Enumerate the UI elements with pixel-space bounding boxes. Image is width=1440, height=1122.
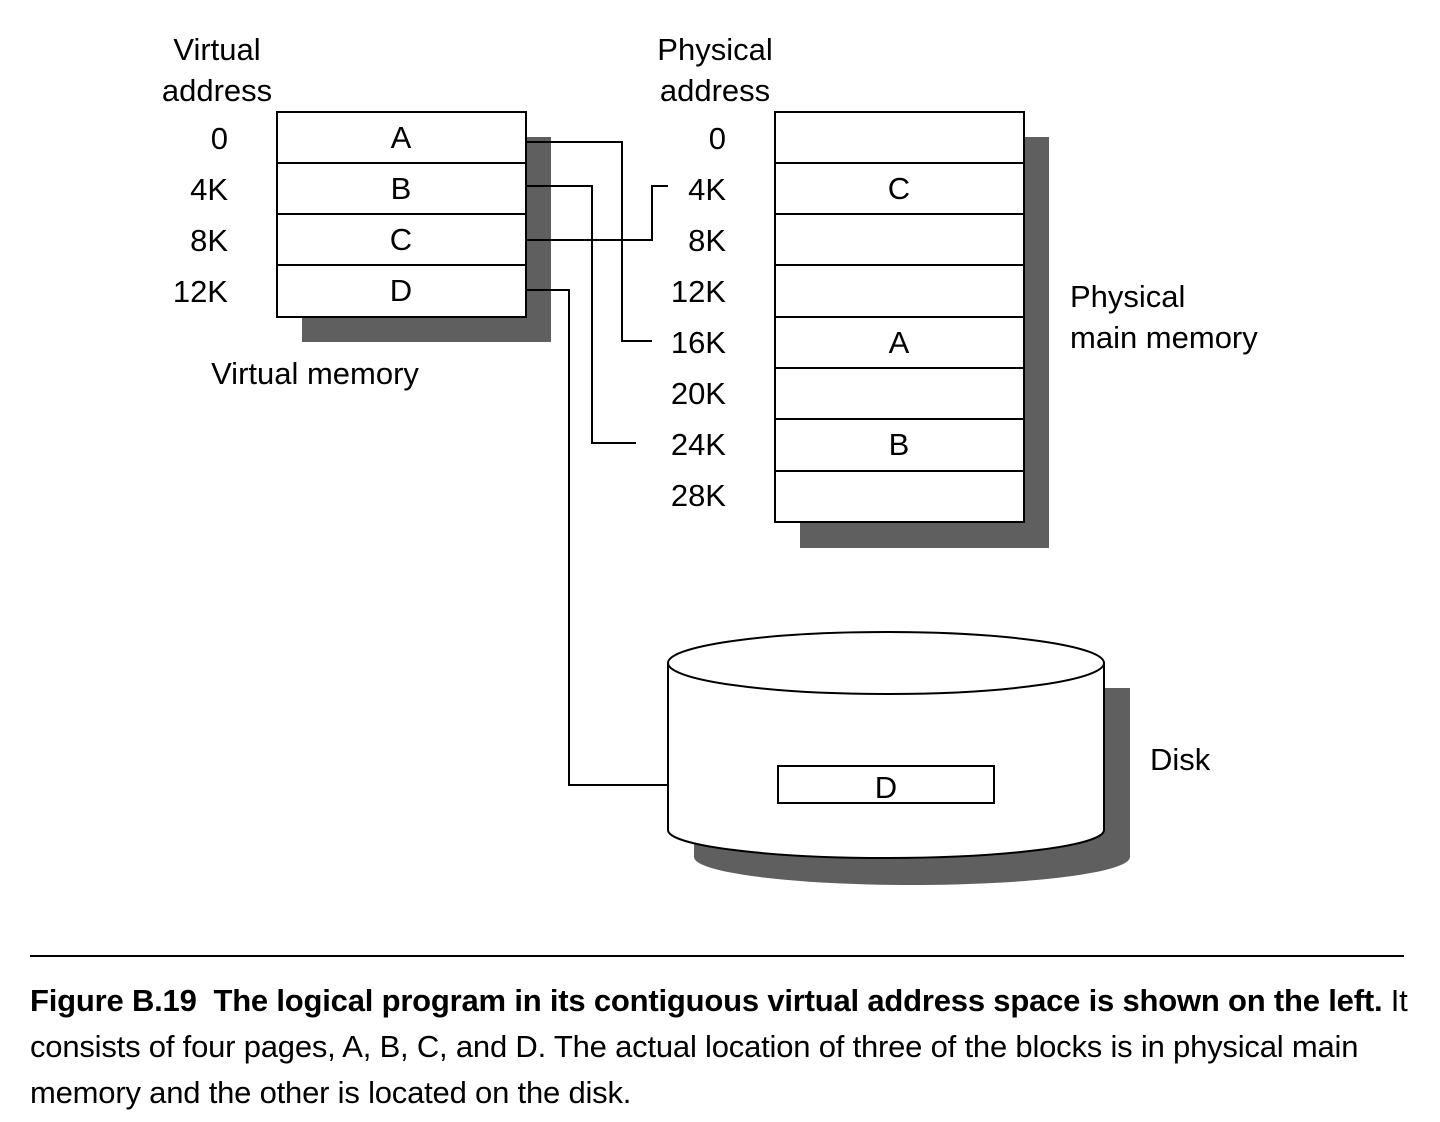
physical-frame <box>774 111 1025 164</box>
physical-frame <box>774 213 1025 266</box>
physical-frame <box>774 316 1025 369</box>
virtual-address: 8K <box>190 223 228 258</box>
virtual-memory-diagram: Virtual address A B C D 0 4K 8K 12K Virt… <box>162 32 1258 885</box>
physical-memory: Physical address C A B 0 4K 8K 12K 16K 2… <box>657 32 1258 548</box>
physical-address: 16K <box>671 325 726 360</box>
physical-frame <box>774 162 1025 215</box>
physical-frame <box>774 264 1025 318</box>
disk-label: Disk <box>1150 742 1211 777</box>
caption-text: It consists of four pages, A, B, C, and … <box>30 983 1408 1110</box>
disk: D Disk <box>667 631 1211 885</box>
physical-frame <box>774 418 1025 472</box>
virtual-memory: Virtual address A B C D 0 4K 8K 12K Virt… <box>162 32 551 391</box>
disk-top <box>667 631 1105 695</box>
mapping-line-a-to-16k <box>526 141 652 342</box>
physical-address: 24K <box>671 427 726 462</box>
physical-address: 12K <box>671 274 726 309</box>
figure-caption: Figure B.19 The logical program in its c… <box>30 978 1410 1116</box>
physical-frame <box>774 367 1025 420</box>
mapping-lines <box>526 141 668 786</box>
virtual-address-heading-line2: address <box>162 73 272 108</box>
physical-frame-label: C <box>888 171 910 206</box>
disk-block-label: D <box>875 770 897 805</box>
physical-address: 4K <box>688 172 726 207</box>
virtual-address-heading-line1: Virtual <box>173 32 260 67</box>
physical-address: 8K <box>688 223 726 258</box>
virtual-page-a <box>276 111 527 164</box>
physical-memory-label-line2: main memory <box>1070 320 1258 355</box>
caption-divider <box>30 955 1404 957</box>
virtual-page-c <box>276 213 527 266</box>
virtual-address: 4K <box>190 172 228 207</box>
mapping-line-b-to-24k <box>526 185 636 444</box>
physical-frame <box>774 470 1025 523</box>
virtual-page-b <box>276 162 527 215</box>
virtual-page-label: C <box>390 222 412 257</box>
mapping-line-d-to-disk <box>526 289 668 786</box>
physical-frame-label: A <box>889 325 910 360</box>
physical-address: 28K <box>671 478 726 513</box>
mapping-line-c-to-4k <box>526 185 668 241</box>
physical-memory-label-line1: Physical <box>1070 279 1185 314</box>
virtual-page-label: A <box>391 120 412 155</box>
virtual-memory-label: Virtual memory <box>211 356 419 391</box>
disk-block-d <box>777 765 995 804</box>
physical-frame-label: B <box>889 427 910 462</box>
physical-address-heading-line1: Physical <box>657 32 772 67</box>
physical-address-heading-line2: address <box>660 73 770 108</box>
virtual-page-d <box>276 264 527 318</box>
caption-bold-text: The logical program in its contiguous vi… <box>213 983 1383 1018</box>
virtual-address: 12K <box>173 274 228 309</box>
figure-number: Figure B.19 <box>30 983 197 1018</box>
virtual-address: 0 <box>211 121 228 156</box>
virtual-page-label: B <box>391 171 412 206</box>
virtual-page-label: D <box>390 273 412 308</box>
disk-body <box>667 663 1105 859</box>
physical-address: 20K <box>671 376 726 411</box>
physical-address: 0 <box>709 121 726 156</box>
